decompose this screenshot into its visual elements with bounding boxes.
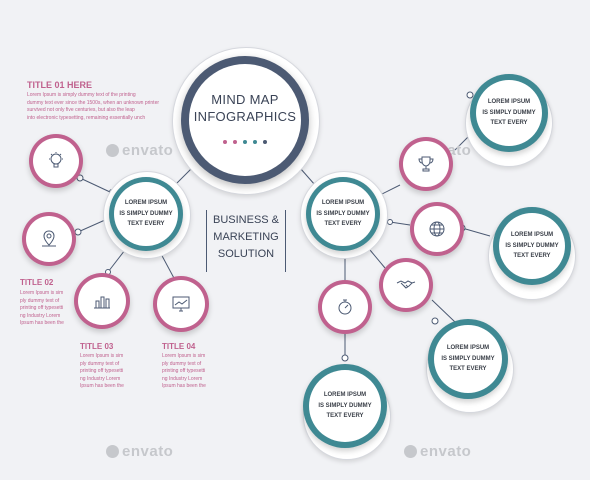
globe-icon	[429, 221, 445, 237]
bubble-text: IS SIMPLY DUMMY	[505, 242, 559, 249]
bubble-text: TEXT EVERY	[449, 366, 487, 373]
hub-text: IS SIMPLY DUMMY	[316, 210, 370, 217]
stopwatch-icon	[338, 299, 352, 315]
hub-text: TEXT EVERY	[127, 221, 165, 228]
bar-chart-node	[74, 273, 130, 329]
left-hub-node: LOREM IPSUM IS SIMPLY DUMMY TEXT EVERY	[109, 177, 183, 251]
bubble-text: IS SIMPLY DUMMY	[441, 355, 495, 362]
bubble-text: TEXT EVERY	[326, 413, 364, 420]
lightbulb-icon	[49, 152, 63, 168]
center-title-line2: INFOGRAPHICS	[193, 109, 297, 124]
title-02: TITLE 02	[20, 278, 54, 287]
teal-bubble-4: LOREM IPSUM IS SIMPLY DUMMY TEXT EVERY	[303, 364, 387, 448]
teal-bubble-2: LOREM IPSUM IS SIMPLY DUMMY TEXT EVERY	[493, 207, 571, 285]
hub-text: TEXT EVERY	[324, 221, 362, 228]
divider-right	[285, 210, 286, 272]
right-hub-node: LOREM IPSUM IS SIMPLY DUMMY TEXT EVERY	[306, 177, 380, 251]
bubble-text: LOREM IPSUM	[323, 392, 367, 399]
stopwatch-node	[318, 280, 372, 334]
bubble-text: TEXT EVERY	[490, 120, 528, 127]
hub-text: IS SIMPLY DUMMY	[119, 210, 173, 217]
bubble-text: LOREM IPSUM	[510, 232, 554, 239]
title-01: TITLE 01 HERE	[27, 80, 93, 90]
map-pin-icon	[42, 230, 56, 247]
envato-logo-icon	[106, 445, 119, 458]
bubble-text: TEXT EVERY	[513, 253, 551, 260]
bubble-text: IS SIMPLY DUMMY	[318, 402, 372, 409]
watermark: envato	[404, 443, 471, 460]
bubble-text: LOREM IPSUM	[446, 345, 490, 352]
map-pin-node	[22, 212, 76, 266]
center-dots	[220, 131, 270, 149]
watermark: envato	[106, 443, 173, 460]
handshake-node	[379, 258, 433, 312]
title-01-text: Lorem Ipsum is simply dummy text of the …	[27, 92, 160, 121]
globe-node	[410, 202, 464, 256]
envato-logo-icon	[106, 144, 119, 157]
hub-text: LOREM IPSUM	[321, 200, 365, 207]
monitor-chart-icon	[172, 296, 190, 312]
title-04: TITLE 04	[162, 342, 196, 351]
bubble-text: IS SIMPLY DUMMY	[482, 109, 536, 116]
handshake-icon	[396, 280, 416, 289]
watermark: envato	[106, 142, 173, 159]
title-03: TITLE 03	[80, 342, 114, 351]
center-title-line1: MIND MAP	[211, 92, 279, 107]
trophy-icon	[418, 156, 434, 172]
monitor-chart-node	[153, 276, 209, 332]
hub-text: LOREM IPSUM	[124, 200, 168, 207]
divider-left	[206, 210, 207, 272]
center-node: MIND MAP INFOGRAPHICS	[181, 56, 309, 184]
lightbulb-node	[29, 134, 83, 188]
trophy-node	[399, 137, 453, 191]
envato-logo-icon	[404, 445, 417, 458]
teal-bubble-3: LOREM IPSUM IS SIMPLY DUMMY TEXT EVERY	[428, 319, 508, 399]
bubble-text: LOREM IPSUM	[487, 99, 531, 106]
teal-bubble-1: LOREM IPSUM IS SIMPLY DUMMY TEXT EVERY	[470, 74, 548, 152]
bar-chart-icon	[94, 296, 110, 309]
